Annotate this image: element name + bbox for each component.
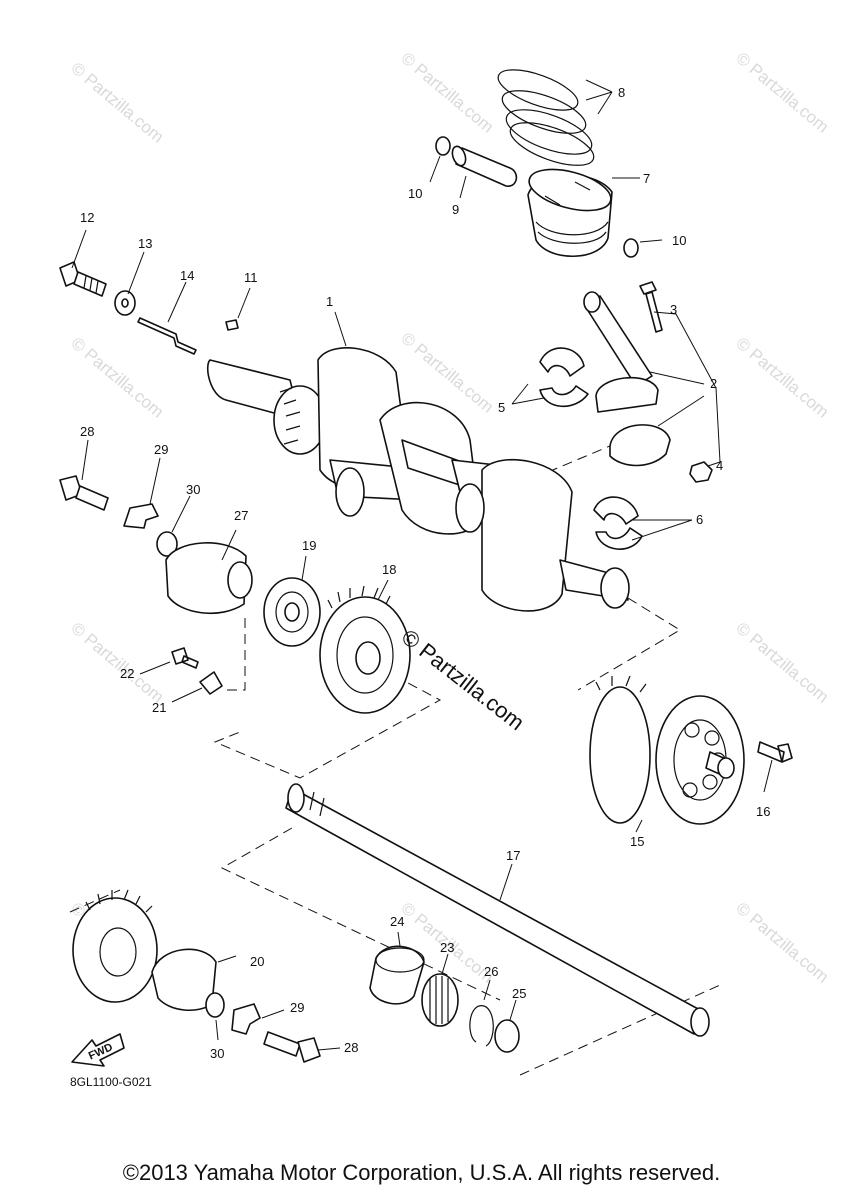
callout-14: 14: [180, 268, 194, 283]
callout-23: 23: [440, 940, 454, 955]
drive-gear: [319, 585, 411, 714]
callout-19: 19: [302, 538, 316, 553]
washer: [205, 992, 225, 1018]
washer: [156, 531, 178, 557]
watermark: © Partzilla.com: [67, 619, 167, 707]
lock-washer: [231, 1003, 261, 1035]
callout-3: 3: [670, 302, 677, 317]
callout-12: 12: [80, 210, 94, 225]
callout-30: 30: [186, 482, 200, 497]
callout-21: 21: [152, 700, 166, 715]
lock-washer: [123, 503, 159, 529]
crankshaft: [206, 347, 630, 612]
callouts: 1 2 3 4 5 6 7 8 9 10 10 11 12 13 14 15 1…: [80, 85, 770, 1061]
callout-5: 5: [498, 400, 505, 415]
bolt: [263, 1031, 321, 1063]
callout-6: 6: [696, 512, 703, 527]
bolt: [757, 741, 793, 763]
watermark: © Partzilla.com: [732, 49, 832, 137]
output-shaft: [285, 783, 710, 1037]
connecting-rod: [583, 291, 671, 467]
washer-hole: [121, 298, 129, 308]
callout-29: 29: [154, 442, 168, 457]
circlip: [469, 1005, 494, 1047]
piston-rings: [497, 69, 595, 166]
screw: [171, 647, 199, 669]
callout-27: 27: [234, 508, 248, 523]
callout-7: 7: [643, 171, 650, 186]
driven-gear: [72, 889, 158, 1003]
callout-25: 25: [512, 986, 526, 1001]
bolt: [59, 475, 109, 511]
woodruff-key: [225, 319, 239, 331]
callout-1: 1: [326, 294, 333, 309]
stopper: [199, 671, 223, 695]
callout-18: 18: [382, 562, 396, 577]
conrod-bolt: [639, 281, 663, 333]
plate: [137, 317, 197, 355]
bolt: [59, 261, 107, 297]
piston: [527, 168, 613, 257]
crank-bearings: [539, 347, 643, 550]
watermark-center: © Partzilla.com: [397, 624, 529, 735]
collar: [369, 945, 425, 1005]
cam: [151, 948, 217, 1011]
callout-28: 28: [344, 1040, 358, 1055]
fwd-arrow-icon: FWD: [71, 1033, 125, 1067]
copyright-notice: ©2013 Yamaha Motor Corporation, U.S.A. A…: [122, 1160, 721, 1185]
callout-9: 9: [452, 202, 459, 217]
callout-30: 30: [210, 1046, 224, 1061]
watermark: © Partzilla.com: [397, 49, 497, 137]
callout-16: 16: [756, 804, 770, 819]
callout-28: 28: [80, 424, 94, 439]
callout-15: 15: [630, 834, 644, 849]
ball-bearing: [263, 577, 321, 647]
assembly-lines: [69, 429, 721, 1076]
watermark: © Partzilla.com: [67, 59, 167, 147]
callout-13: 13: [138, 236, 152, 251]
piston-pin-clip: [623, 238, 639, 258]
callout-24: 24: [390, 914, 404, 929]
callout-20: 20: [250, 954, 264, 969]
output-gear-assembly: [589, 675, 745, 825]
piston-pin: [451, 145, 518, 187]
piston-pin-clip: [435, 136, 451, 156]
callout-10: 10: [672, 233, 686, 248]
watermark: © Partzilla.com: [67, 334, 167, 422]
callout-10: 10: [408, 186, 422, 201]
callout-8: 8: [618, 85, 625, 100]
callout-17: 17: [506, 848, 520, 863]
leader-lines: [71, 79, 773, 1051]
callout-4: 4: [716, 458, 723, 473]
ring: [494, 1019, 520, 1053]
watermark: © Partzilla.com: [732, 899, 832, 987]
callout-11: 11: [244, 270, 258, 285]
conrod-nut: [689, 461, 713, 483]
callout-22: 22: [120, 666, 134, 681]
needle-bearing: [421, 973, 459, 1027]
callout-29: 29: [290, 1000, 304, 1015]
drawing-code: 8GL1100-G021: [70, 1075, 152, 1089]
watermark: © Partzilla.com: [732, 334, 832, 422]
callout-26: 26: [484, 964, 498, 979]
watermark: © Partzilla.com: [732, 619, 832, 707]
callout-2: 2: [710, 376, 717, 391]
timing-gear: [165, 542, 253, 615]
